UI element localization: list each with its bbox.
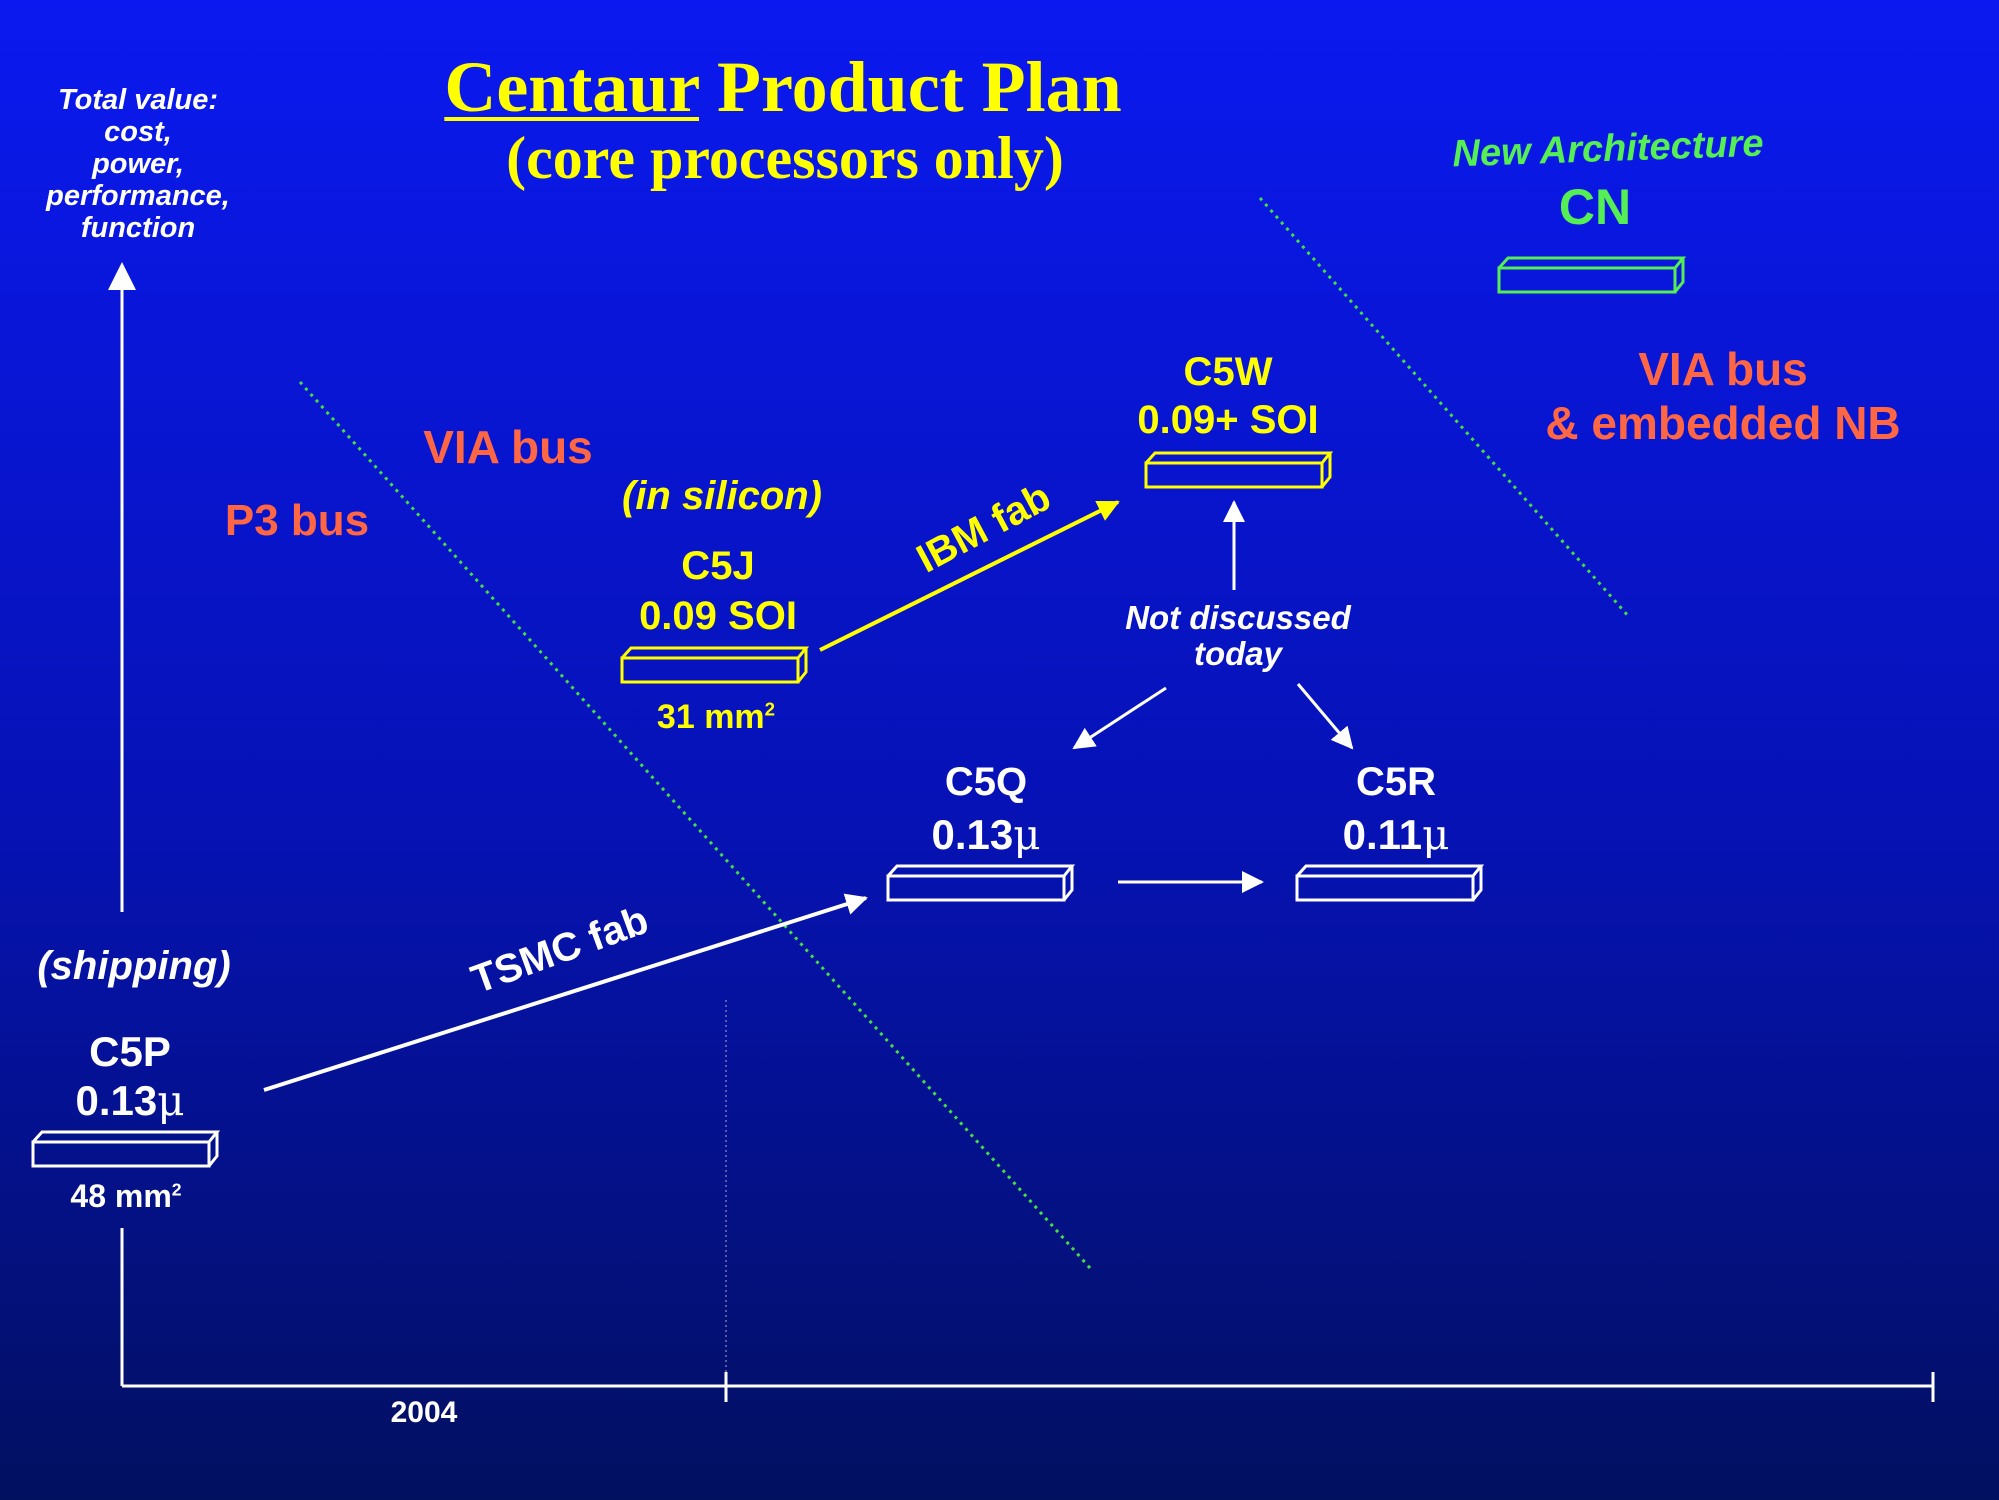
c5w-chip-icon bbox=[1144, 451, 1334, 489]
y-axis-arrowhead bbox=[108, 262, 136, 290]
c5p-status: (shipping) bbox=[37, 944, 231, 988]
c5j-name: C5J bbox=[681, 544, 755, 588]
not-discussed-right-arrow bbox=[1296, 683, 1354, 750]
y-axis-label: Total value: cost, power, performance, f… bbox=[46, 84, 230, 244]
title-rest: Product Plan bbox=[698, 47, 1122, 127]
c5j-chip-icon bbox=[620, 646, 810, 684]
c5w-name: C5W bbox=[1183, 350, 1273, 394]
c5p-process: 0.13μ bbox=[75, 1076, 185, 1125]
c5r-chip-icon bbox=[1295, 864, 1485, 902]
not-discussed-left-arrow bbox=[1072, 686, 1167, 750]
p3-bus-label: P3 bus bbox=[224, 496, 370, 545]
page-title: Centaur Product Plan bbox=[444, 46, 1121, 129]
timeline-year-label: 2004 bbox=[390, 1396, 458, 1429]
via-bus-label: VIA bus bbox=[423, 421, 593, 473]
bus-divider-line-right bbox=[1258, 197, 1632, 619]
c5w-process: 0.09+ SOI bbox=[1137, 398, 1319, 442]
tsmc-fab-arrow bbox=[263, 893, 868, 1092]
c5q-chip-icon bbox=[886, 864, 1076, 902]
c5r-name: C5R bbox=[1355, 760, 1437, 804]
c5p-name: C5P bbox=[89, 1028, 171, 1075]
bus-divider-line-left bbox=[298, 381, 1092, 1269]
c5p-chip-icon bbox=[31, 1130, 221, 1168]
c5p-area: 48 mm2 bbox=[70, 1178, 182, 1214]
c5j-area: 31 mm2 bbox=[656, 698, 776, 736]
via-bus-nb-label: VIA bus & embedded NB bbox=[1545, 343, 1901, 449]
c5q-process: 0.13μ bbox=[931, 810, 1041, 859]
not-discussed-label: Not discussed today bbox=[1125, 599, 1351, 672]
c5j-status: (in silicon) bbox=[622, 474, 822, 518]
c5r-process: 0.11μ bbox=[1342, 810, 1450, 859]
cn-label: CN bbox=[1558, 179, 1632, 235]
page-subtitle: (core processors only) bbox=[506, 125, 1064, 191]
c5j-process: 0.09 SOI bbox=[639, 594, 797, 638]
title-underlined-word: Centaur bbox=[444, 47, 699, 127]
c5q-name: C5Q bbox=[944, 760, 1028, 804]
cn-chip-icon bbox=[1497, 256, 1687, 294]
ibm-fab-arrow bbox=[819, 500, 1120, 652]
